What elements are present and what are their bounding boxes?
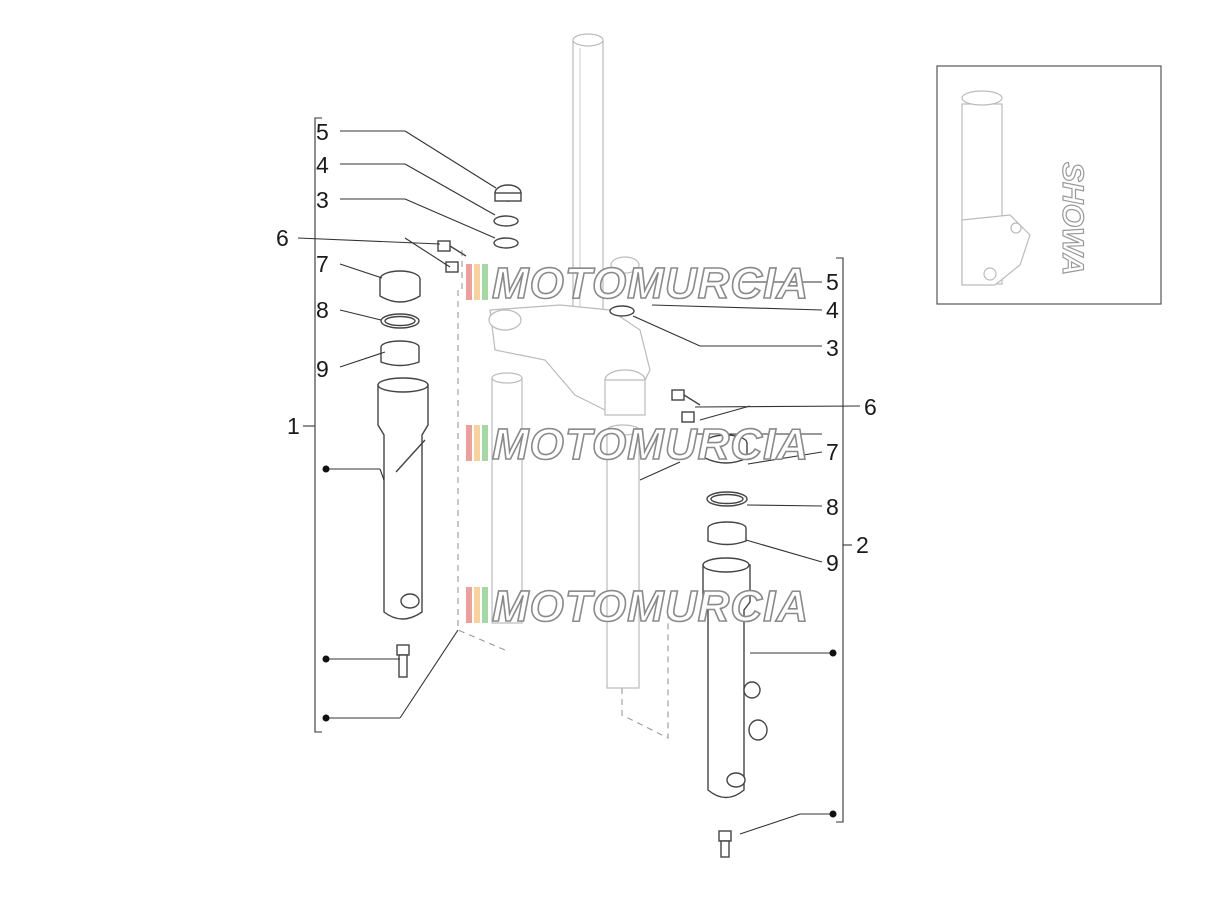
steering-stem — [572, 33, 604, 331]
watermark-logo: MOTOMURCIA MOTOMURCIA MOTOMURCIA — [466, 258, 809, 632]
callout-9-left: 9 — [316, 356, 329, 382]
callout-4-left: 4 — [316, 152, 329, 178]
callout-7-left: 7 — [316, 251, 329, 277]
callout-5-left: 5 — [316, 119, 329, 145]
group-bracket-2 — [836, 257, 844, 823]
callout-8-right: 8 — [826, 494, 839, 520]
callout-3-left: 3 — [316, 187, 329, 213]
stanchion-tube-left — [491, 372, 523, 624]
alignment-line-left — [457, 290, 506, 651]
inset-box: SHOWA — [936, 65, 1162, 305]
right-fork-parts — [609, 305, 768, 858]
callout-3-right: 3 — [826, 335, 839, 361]
left-fork-parts — [377, 184, 522, 678]
callout-8-left: 8 — [316, 297, 329, 323]
group-bracket-1 — [314, 117, 322, 733]
callout-6-left: 6 — [276, 225, 289, 251]
callout-2: 2 — [856, 532, 869, 558]
stanchion-tube-right — [606, 424, 640, 689]
leader-lines-left — [297, 130, 497, 722]
callout-4-right: 4 — [826, 297, 839, 323]
watermark-text: MOTOMURCIA — [492, 582, 809, 631]
callout-9-right: 9 — [826, 550, 839, 576]
leader-lines-right — [632, 281, 861, 835]
inset-fork-sketch — [961, 90, 1031, 286]
callout-7-right: 7 — [826, 439, 839, 465]
callout-5-right: 5 — [826, 269, 839, 295]
watermark-text: MOTOMURCIA — [492, 420, 809, 469]
inset-brand-text: SHOWA — [1056, 162, 1089, 275]
triple-clamp — [488, 256, 651, 416]
callout-6-right: 6 — [864, 394, 877, 420]
watermark-text: MOTOMURCIA — [492, 259, 809, 308]
callout-1: 1 — [287, 413, 300, 439]
